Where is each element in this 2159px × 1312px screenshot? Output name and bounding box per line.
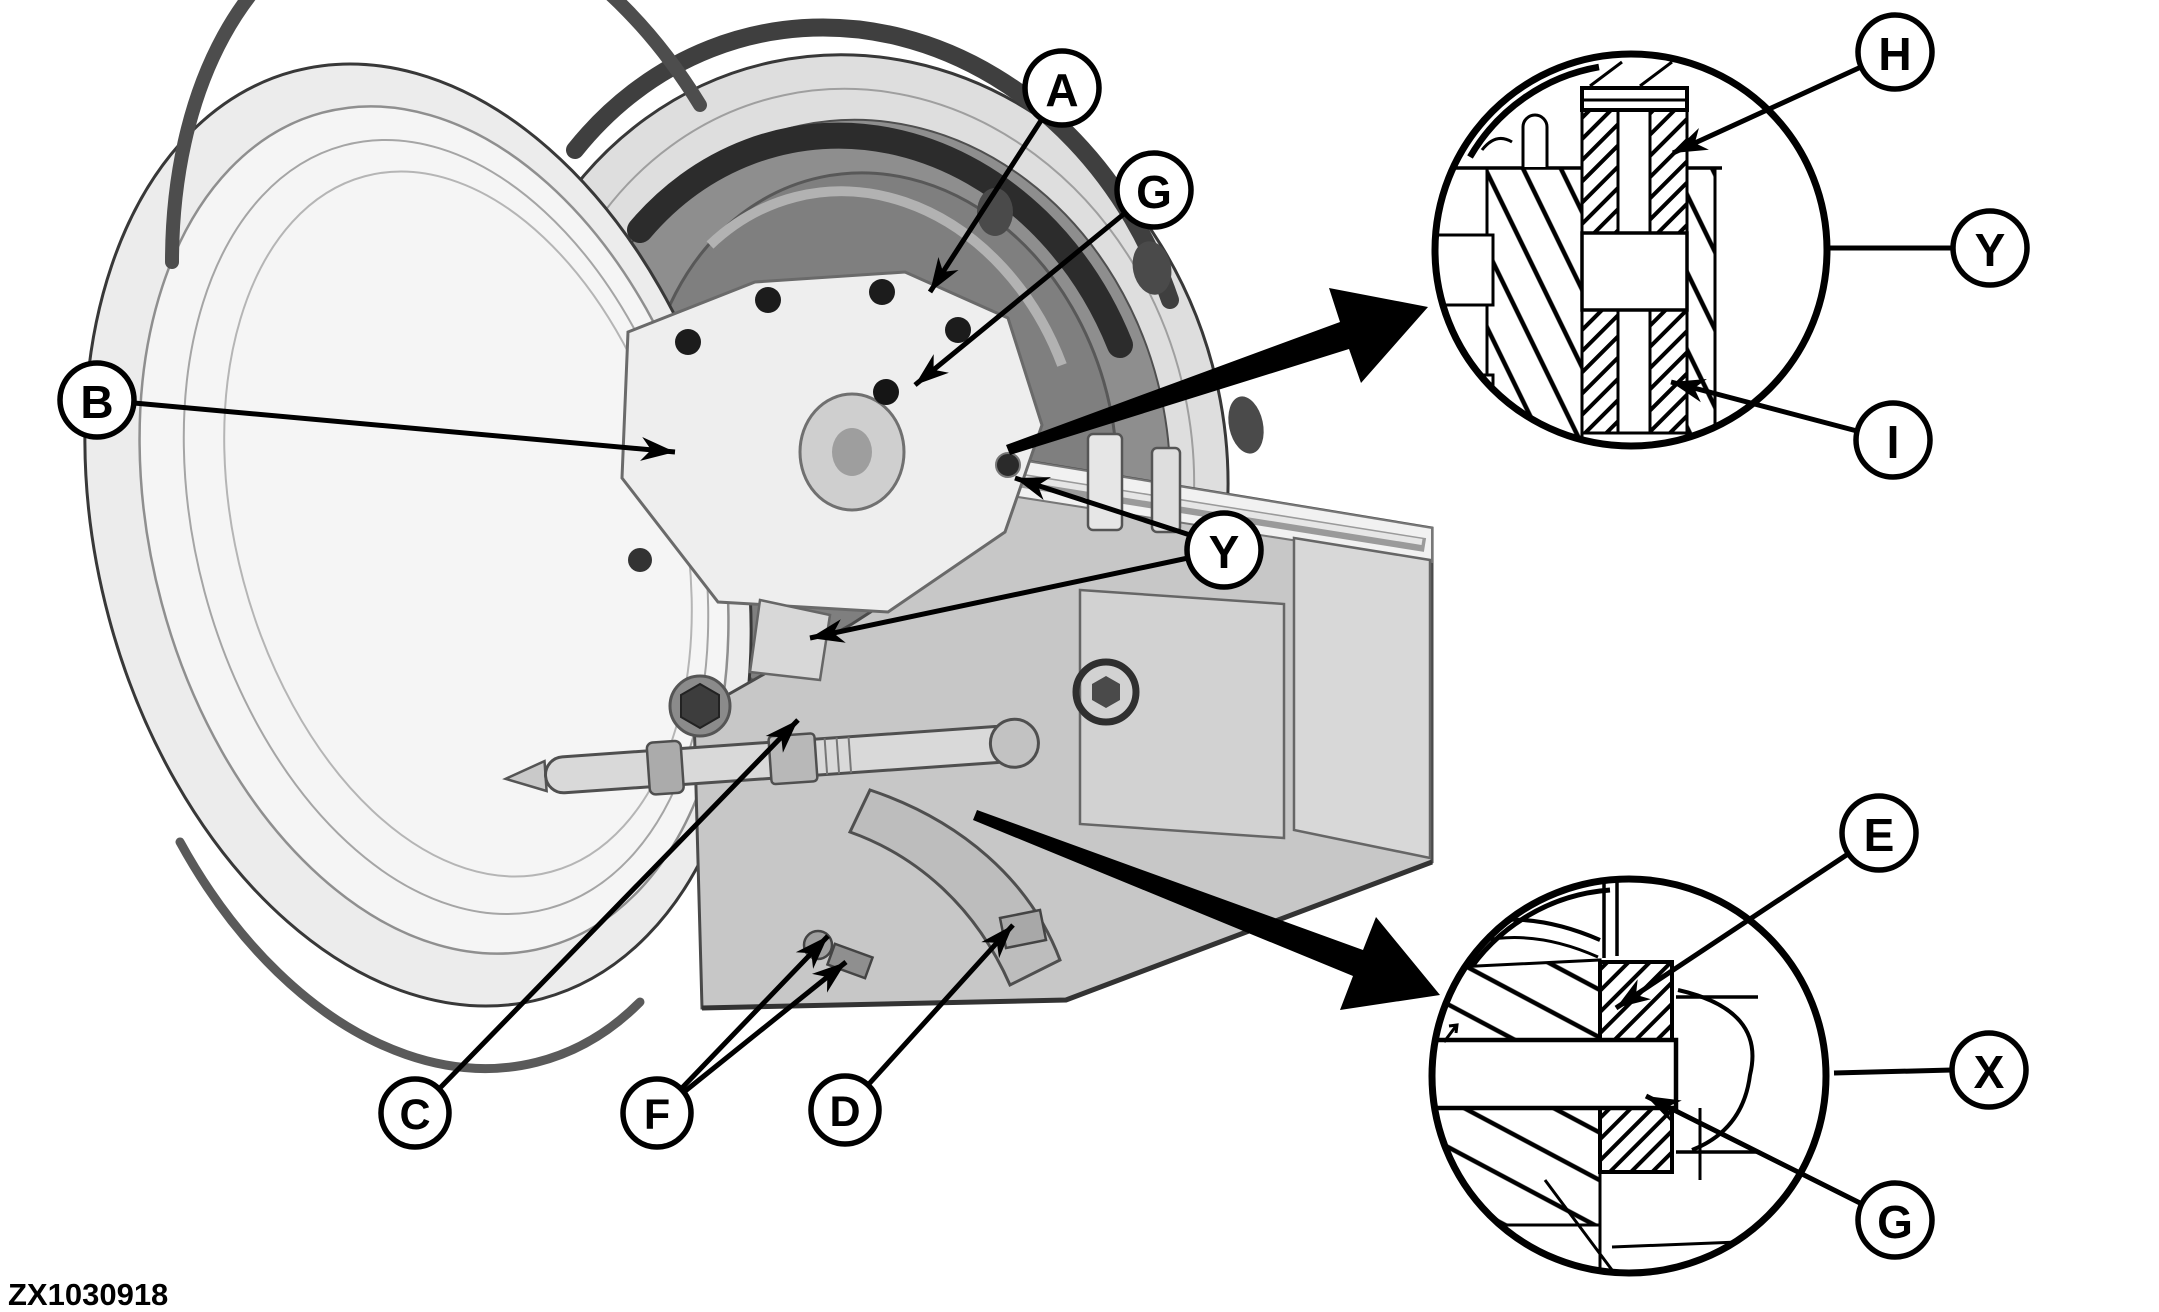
callout-b: B	[57, 360, 137, 440]
callout-i: I	[1853, 400, 1933, 480]
hub-bolt	[675, 329, 701, 355]
callout-y-mid: Y	[1184, 510, 1264, 590]
callout-x: X	[1949, 1030, 2029, 1110]
leader-g-top	[913, 211, 1127, 387]
detail-view-y	[1431, 50, 1831, 450]
tie-rod-end	[988, 717, 1040, 769]
hub-bolt	[945, 317, 971, 343]
callout-g-top-letter: G	[1136, 166, 1172, 218]
special-bolt-y1	[995, 452, 1021, 478]
callout-g-bottom-letter: G	[1877, 1196, 1913, 1248]
zoom-arrow-to-top-detail	[1006, 288, 1428, 455]
hub-bolt	[869, 279, 895, 305]
detail-circle-outline	[1428, 875, 1830, 1277]
callout-bubbles: A G B Y C F D H	[57, 12, 2030, 1260]
knuckle-arm	[748, 598, 832, 682]
leader-h	[1671, 64, 1863, 156]
hub-bolt	[755, 287, 781, 313]
rim-vent-hole	[977, 188, 1013, 236]
detail-circle-outline	[1431, 50, 1831, 450]
callout-d: D	[808, 1073, 882, 1147]
leader-a	[927, 117, 1045, 294]
magnifier-arrows	[973, 288, 1440, 1010]
hub-bolt	[628, 548, 652, 572]
callout-f: F	[620, 1076, 694, 1150]
leader-i	[1670, 379, 1858, 434]
kingpin-boss	[1150, 446, 1182, 534]
pivot-bolt-hex	[1092, 676, 1120, 708]
pivot-pin-g-target	[1432, 1037, 1679, 1111]
connector-x-detail	[1833, 1067, 1953, 1076]
tie-rod	[502, 717, 1040, 796]
callout-g-top: G	[1114, 150, 1194, 230]
callout-a: A	[1022, 48, 1102, 128]
leader-lines	[133, 64, 1953, 1207]
outer-rim-ring	[83, 0, 753, 1073]
leader-c	[437, 718, 800, 1091]
callout-e-letter: E	[1864, 809, 1895, 861]
callout-i-letter: I	[1887, 416, 1900, 468]
callout-h-letter: H	[1878, 28, 1911, 80]
leader-y-2	[809, 555, 1189, 643]
leader-f-2	[682, 960, 848, 1094]
callout-c-letter: C	[399, 1091, 430, 1139]
callout-h: H	[1855, 12, 1935, 92]
rim-vent-hole	[1228, 396, 1264, 454]
detail-view-x	[1428, 875, 1830, 1277]
callout-y-mid-letter: Y	[1209, 526, 1240, 578]
upper-bushing-h-target	[1580, 108, 1620, 235]
callout-e: E	[1839, 793, 1919, 873]
callout-f-letter: F	[644, 1091, 670, 1139]
rim-vent-hole	[1132, 241, 1172, 295]
pivot-bolt-washer	[1072, 658, 1140, 726]
callout-d-letter: D	[829, 1088, 860, 1136]
callout-a-letter: A	[1045, 64, 1078, 116]
leader-d	[866, 923, 1015, 1087]
leader-g-bottom	[1644, 1093, 1864, 1207]
spacer-block	[1580, 231, 1689, 312]
figure-code: ZX1030918	[8, 1277, 168, 1312]
stud-g-target	[873, 379, 899, 405]
axle-face-plate	[1078, 588, 1286, 840]
axle-hex-bolt	[680, 682, 720, 730]
leader-f-1	[679, 934, 830, 1091]
callout-y-detail: Y	[1950, 208, 2030, 288]
leader-e	[1614, 851, 1850, 1011]
kingpin-boss	[1086, 432, 1124, 532]
callout-y-detail-letter: Y	[1975, 224, 2006, 276]
tie-rod-clamp	[645, 739, 685, 796]
lower-bushing-i-target	[1580, 308, 1620, 435]
callout-b-letter: B	[80, 376, 113, 428]
hose-bracket-f-target	[825, 942, 875, 980]
zoom-arrow-to-bottom-detail	[973, 810, 1440, 1010]
bushing-e-target	[1598, 960, 1674, 1042]
leader-b	[133, 400, 676, 461]
axle-end-bracket	[1292, 536, 1432, 860]
callout-c: C	[378, 1076, 452, 1150]
leader-y-1	[1014, 475, 1191, 538]
axle-housing	[668, 432, 1434, 1011]
hub-center-bore	[832, 428, 872, 476]
callout-x-letter: X	[1974, 1046, 2005, 1098]
callout-g-bottom: G	[1855, 1180, 1935, 1260]
